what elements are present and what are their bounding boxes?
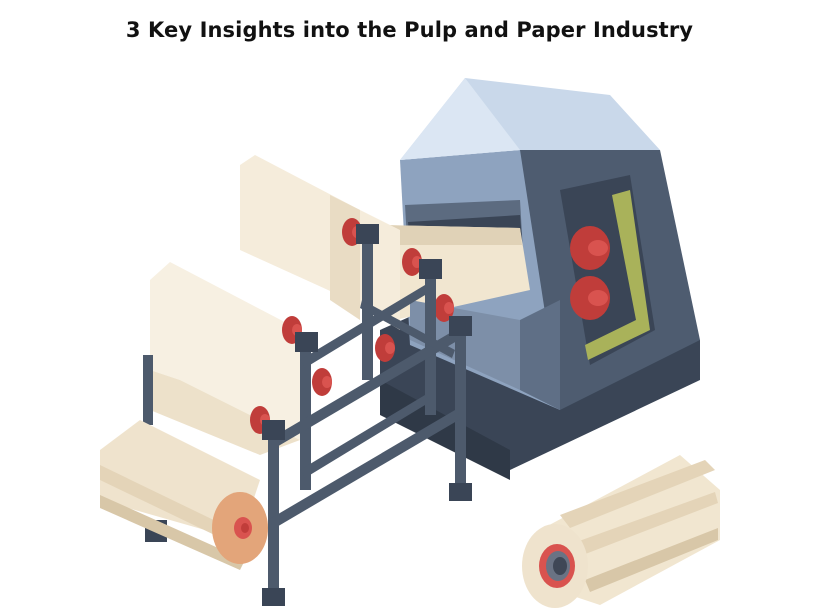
support-frame <box>143 224 472 606</box>
paper-roll-right <box>522 455 720 608</box>
paper-roll-left <box>100 420 268 570</box>
page-title: 3 Key Insights into the Pulp and Paper I… <box>125 18 694 42</box>
